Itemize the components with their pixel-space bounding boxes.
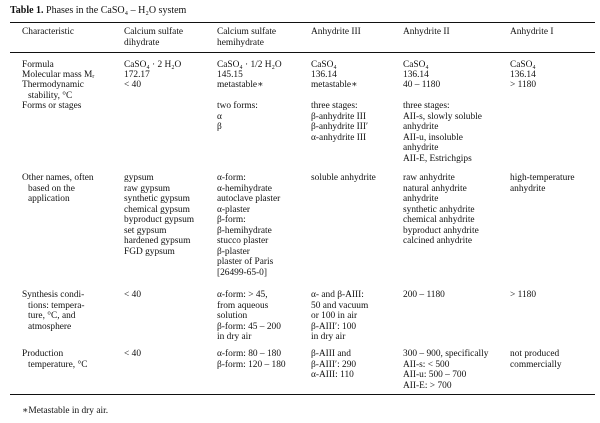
- table-cell: CaSO₄: [311, 60, 337, 70]
- table-cell: 136.14: [403, 70, 429, 80]
- table-cell: high-temperature anhydrite: [510, 173, 575, 194]
- header-dihydrate: Calcium sulfate dihydrate: [124, 27, 184, 48]
- table-caption: Table 1. Phases in the CaSO₄ – H₂O syste…: [10, 5, 187, 17]
- row-label-production-temperature: Production temperature, °C: [22, 349, 88, 370]
- table-cell: three stages: β-anhydrite III β-anhydrit…: [311, 101, 369, 143]
- bottom-rule: [10, 394, 595, 395]
- table-cell: 136.14: [510, 70, 536, 80]
- row-label-molecular-mass: Molecular mass Mᵣ: [22, 70, 95, 80]
- table-cell: α-form: > 45, from aqueous solution β-fo…: [217, 290, 281, 342]
- table-cell: α- and β-AIII: 50 and vacuum or 100 in a…: [311, 290, 369, 342]
- row-label-other-names: Other names, often based on the applicat…: [22, 173, 94, 204]
- table-cell: < 40: [124, 349, 142, 359]
- row-label-formula: Formula: [22, 60, 54, 70]
- table-caption-title: Phases in the CaSO₄ – H₂O system: [46, 5, 187, 16]
- table-cell: three stages: AII-s, slowly soluble anhy…: [403, 101, 482, 164]
- table-cell: 136.14: [311, 70, 337, 80]
- table-cell: < 40: [124, 290, 142, 300]
- header-hemihydrate: Calcium sulfate hemihydrate: [217, 27, 277, 48]
- header-anhydrite-ii: Anhydrite II: [403, 27, 450, 37]
- table-cell: < 40: [124, 80, 142, 90]
- header-rule: [10, 52, 595, 53]
- table-cell: 300 – 900, specifically AII-s: < 500 AII…: [403, 349, 489, 391]
- table-cell: α-form: 80 – 180 β-form: 120 – 180: [217, 349, 286, 370]
- table-cell: two forms: α β: [217, 101, 258, 132]
- table-cell: 40 – 1180: [403, 80, 441, 90]
- top-rule: [10, 22, 595, 24]
- table-cell: gypsum raw gypsum synthetic gypsum chemi…: [124, 173, 195, 257]
- table-cell: raw anhydrite natural anhydrite anhydrit…: [403, 173, 479, 246]
- table-cell: metastable∗: [217, 80, 264, 90]
- header-anhydrite-i: Anhydrite I: [510, 27, 554, 37]
- table-cell: 145.15: [217, 70, 243, 80]
- table-cell: soluble anhydrite: [311, 173, 376, 183]
- header-anhydrite-iii: Anhydrite III: [311, 27, 361, 37]
- table-cell: CaSO₄: [510, 60, 536, 70]
- table-cell: β-AIII and β-AIII′: 290 α-AIII: 110: [311, 349, 357, 380]
- table-cell: α-form: α-hemihydrate autoclave plaster …: [217, 173, 281, 278]
- table-cell: 200 – 1180: [403, 290, 445, 300]
- table-footnote: ∗Metastable in dry air.: [22, 406, 109, 416]
- table-cell: > 1180: [510, 290, 537, 300]
- table-cell: CaSO₄ · 2 H₂O: [124, 60, 182, 70]
- table-cell: > 1180: [510, 80, 537, 90]
- table-cell: 172.17: [124, 70, 150, 80]
- row-label-thermodynamic-stability: Thermodynamic stability, °C: [22, 80, 84, 101]
- header-characteristic: Characteristic: [22, 27, 75, 37]
- table-cell: metastable∗: [311, 80, 358, 90]
- table-cell: CaSO₄ · 1/2 H₂O: [217, 60, 282, 70]
- table-caption-label: Table 1.: [10, 5, 44, 16]
- table-cell: not produced commercially: [510, 349, 562, 370]
- table-cell: CaSO₄: [403, 60, 429, 70]
- row-label-synthesis-conditions: Synthesis condi- tions: tempera- ture, °…: [22, 290, 85, 332]
- row-label-forms-or-stages: Forms or stages: [22, 101, 82, 111]
